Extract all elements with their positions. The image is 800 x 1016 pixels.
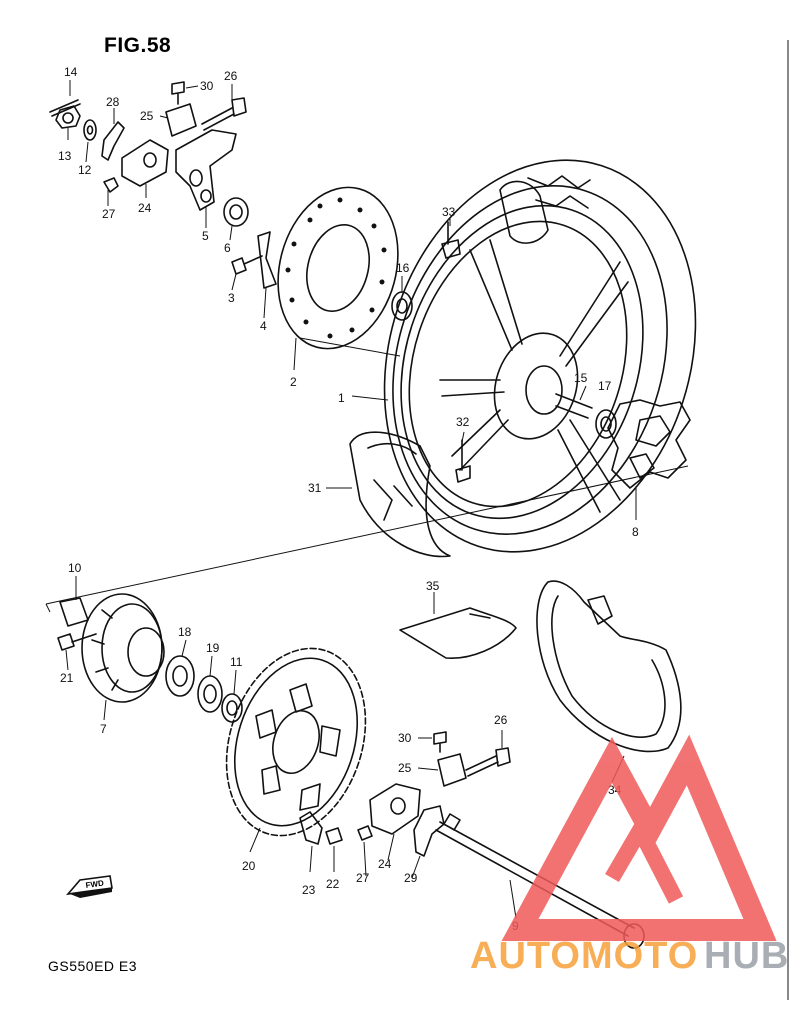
callout-26: 26 (224, 69, 238, 83)
callout-35: 35 (426, 579, 440, 593)
cotter-pin (49, 99, 81, 117)
model-code: GS550ED E3 (48, 958, 138, 974)
callout-24: 24 (378, 857, 392, 871)
hub-bolt (57, 633, 97, 651)
callout-33: 33 (442, 205, 456, 219)
washer (83, 119, 97, 141)
callout-4: 4 (260, 319, 267, 333)
callout-8: 8 (632, 525, 639, 539)
callout-20: 20 (242, 859, 256, 873)
callout-15: 15 (574, 371, 588, 385)
callout-24: 24 (138, 201, 152, 215)
spacer (223, 197, 249, 227)
disc-bolt (231, 255, 263, 275)
brake-disc (277, 186, 399, 350)
callout-26: 26 (494, 713, 508, 727)
sprocket-spacer (221, 693, 243, 723)
callout-21: 21 (60, 671, 74, 685)
callout-6: 6 (224, 241, 231, 255)
sprocket-fasteners (299, 811, 343, 845)
valve-stem (455, 439, 471, 483)
callout-17: 17 (598, 379, 612, 393)
stopper-plate (101, 121, 125, 161)
callout-23: 23 (302, 883, 316, 897)
spacer-sleeve (59, 597, 89, 627)
guide-line (45, 603, 51, 613)
callout-22: 22 (326, 877, 340, 891)
tire-section-top (499, 180, 549, 244)
guide-line (45, 465, 689, 605)
axle-adjuster-assembly (357, 731, 645, 949)
callout-2: 2 (290, 375, 297, 389)
rim-flap (399, 607, 517, 659)
callout-5: 5 (202, 229, 209, 243)
small-nut (103, 177, 119, 193)
callout-28: 28 (106, 95, 120, 109)
drive-chain (536, 580, 682, 753)
fwd-label: FWD (85, 879, 105, 890)
callout-10: 10 (68, 561, 82, 575)
callout-13: 13 (58, 149, 72, 163)
leader-lines-top (67, 80, 637, 520)
long-bolt (201, 107, 235, 131)
sprocket-hub-assembly (57, 593, 243, 723)
chain-adjuster-block (121, 139, 169, 187)
air-valve (441, 221, 461, 259)
callout-19: 19 (206, 641, 220, 655)
lock-washer (299, 811, 323, 845)
sprocket-drum (81, 593, 163, 703)
cush-dampers (607, 399, 691, 489)
lock-plate (257, 231, 277, 289)
bolt (171, 81, 185, 105)
callout-30: 30 (200, 79, 214, 93)
automotohub-watermark-logo: AUTOMOTO HUB (470, 734, 789, 977)
callout-labels: 1 2 3 4 5 6 7 8 9 10 11 12 13 14 15 16 1… (58, 65, 639, 933)
clamp-bracket (165, 103, 197, 137)
callout-11: 11 (230, 655, 243, 669)
drum-bearing (165, 655, 195, 697)
oil-seal (197, 675, 223, 713)
watermark-text-b: HUB (704, 935, 789, 977)
leader-lines-bottom-middle (363, 592, 625, 919)
callout-25: 25 (398, 761, 412, 775)
callout-29: 29 (404, 871, 418, 885)
callout-31: 31 (308, 481, 322, 495)
callout-32: 32 (456, 415, 470, 429)
watermark-text-a: AUTOMOTO (470, 935, 698, 977)
callout-12: 12 (78, 163, 92, 177)
leader-lines-bottom-left (65, 576, 335, 873)
callout-3: 3 (228, 291, 235, 305)
caliper-bracket-assembly (49, 81, 277, 289)
guide-line (299, 337, 401, 357)
callout-27: 27 (102, 207, 116, 221)
rear-wheel (383, 159, 697, 553)
figure-title: FIG.58 (104, 34, 172, 57)
sprocket-nut (325, 827, 343, 845)
callout-14: 14 (64, 65, 78, 79)
rear-sprocket (225, 647, 367, 837)
callout-7: 7 (100, 722, 107, 736)
torque-link (175, 129, 237, 211)
callout-18: 18 (178, 625, 192, 639)
callout-25: 25 (140, 109, 154, 123)
hub-bearing (595, 409, 617, 439)
callout-16: 16 (396, 261, 410, 275)
callout-27: 27 (356, 871, 370, 885)
fwd-arrow-icon: FWD (66, 875, 113, 898)
tire-cross-section (349, 431, 451, 558)
callout-30: 30 (398, 731, 412, 745)
wheel-hub (493, 332, 579, 440)
axle-nut (55, 105, 81, 129)
callout-1: 1 (338, 391, 345, 405)
tire-tread (527, 175, 591, 209)
